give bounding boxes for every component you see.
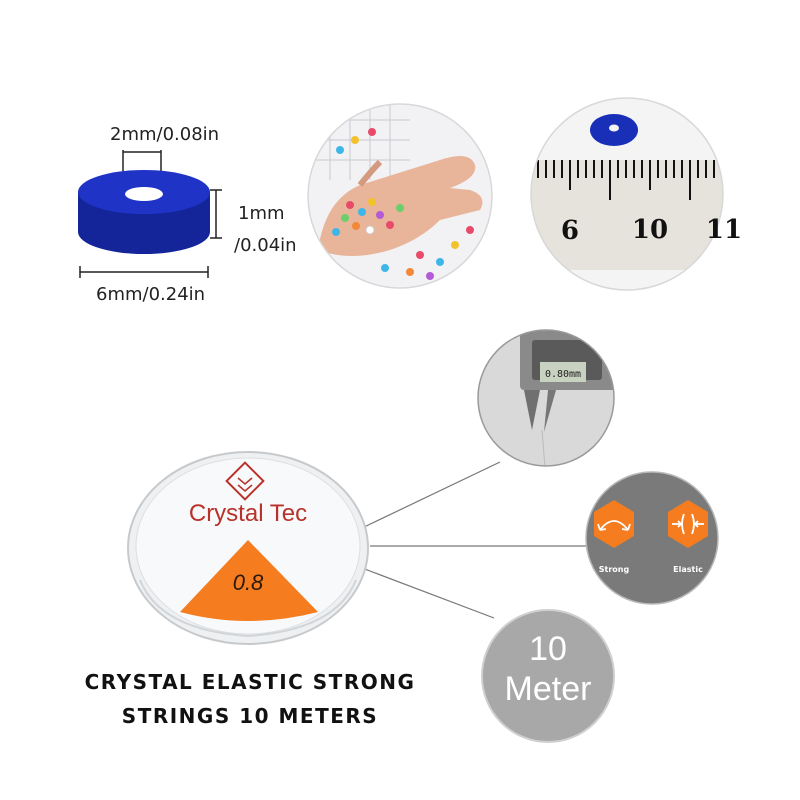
width-label: 6mm/0.24in: [96, 284, 206, 305]
thickness-in-label: /0.04in: [234, 235, 297, 256]
ruler-number-9: 9: [561, 213, 579, 243]
brand-logo: [225, 461, 265, 501]
caption-line-2: STRINGS 10 METERS: [121, 704, 379, 728]
feature-elastic-label: Elastic: [673, 565, 703, 574]
length-unit: Meter: [505, 670, 592, 708]
hole-size-label: 2mm/0.08in: [110, 124, 220, 145]
stretch-arrows-icon: [672, 513, 704, 535]
caption-line-1: CRYSTAL ELASTIC STRONG: [84, 670, 416, 694]
feature-strong-label: Strong: [599, 565, 630, 574]
ruler-number-10: 10: [632, 215, 668, 245]
spool-brand: Crystal Tec: [189, 500, 307, 527]
length-value: 10: [529, 630, 567, 668]
ruler-number-11: 11: [706, 215, 742, 245]
caliper-reading: 0.80mm: [545, 369, 581, 380]
flex-arrows-icon: [597, 520, 631, 531]
thickness-mm-label: 1mm: [238, 203, 285, 224]
spool-size: 0.8: [233, 570, 264, 595]
